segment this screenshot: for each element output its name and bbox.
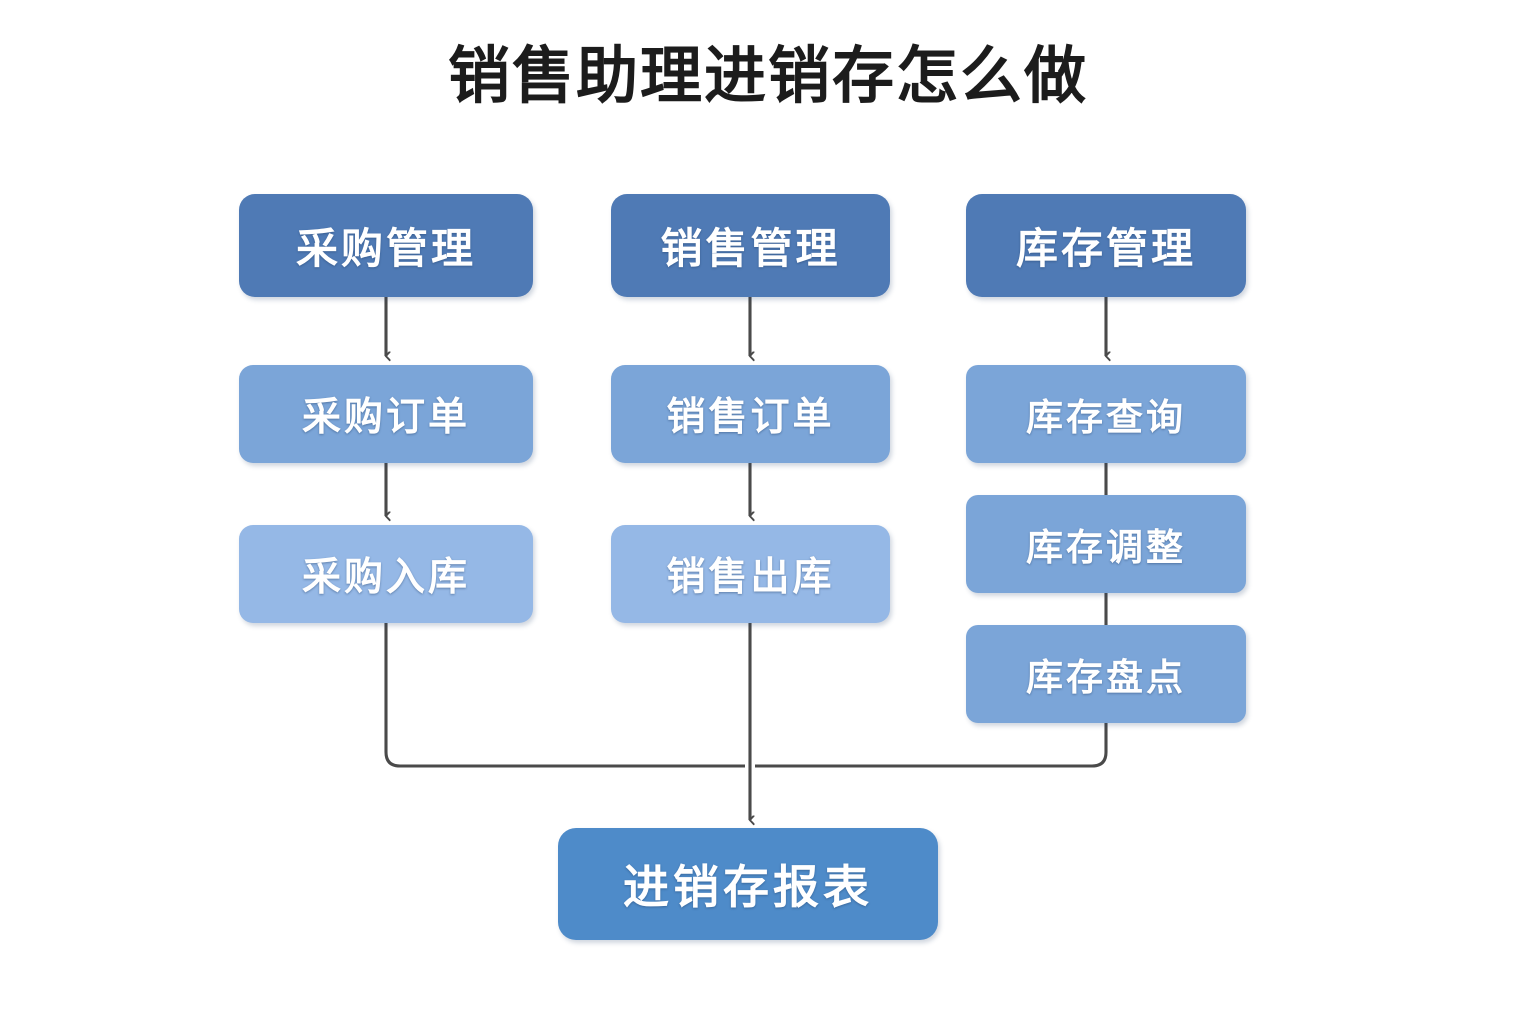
node-inventory-stocktake[interactable]: 库存盘点: [966, 625, 1246, 723]
node-label: 采购入库: [301, 556, 470, 599]
node-inventory-management[interactable]: 库存管理: [966, 194, 1246, 297]
node-label: 库存盘点: [1026, 657, 1186, 698]
page-title: 销售助理进销存怎么做: [447, 42, 1088, 111]
node-purchase-order[interactable]: 采购订单: [239, 365, 533, 463]
node-label: 销售出库: [666, 556, 835, 599]
node-label: 采购订单: [301, 396, 470, 439]
node-inventory-adjust[interactable]: 库存调整: [966, 495, 1246, 593]
node-sales-order[interactable]: 销售订单: [611, 365, 890, 463]
edge-inventory-stocktake-to-report: [755, 723, 1108, 768]
node-sales-management[interactable]: 销售管理: [611, 194, 890, 297]
node-sales-outbound[interactable]: 销售出库: [611, 525, 890, 623]
node-label: 进销存报表: [623, 861, 873, 913]
node-label: 销售管理: [660, 225, 841, 272]
edge-purchase-inbound-to-report: [384, 623, 745, 768]
node-label: 采购管理: [295, 225, 476, 272]
node-label: 销售订单: [666, 396, 835, 439]
node-label: 库存调整: [1026, 527, 1186, 568]
node-purchase-inbound[interactable]: 采购入库: [239, 525, 533, 623]
node-purchase-management[interactable]: 采购管理: [239, 194, 533, 297]
node-label: 库存管理: [1015, 225, 1196, 272]
node-report[interactable]: 进销存报表: [558, 828, 938, 940]
node-inventory-query[interactable]: 库存查询: [966, 365, 1246, 463]
node-label: 库存查询: [1026, 397, 1186, 438]
